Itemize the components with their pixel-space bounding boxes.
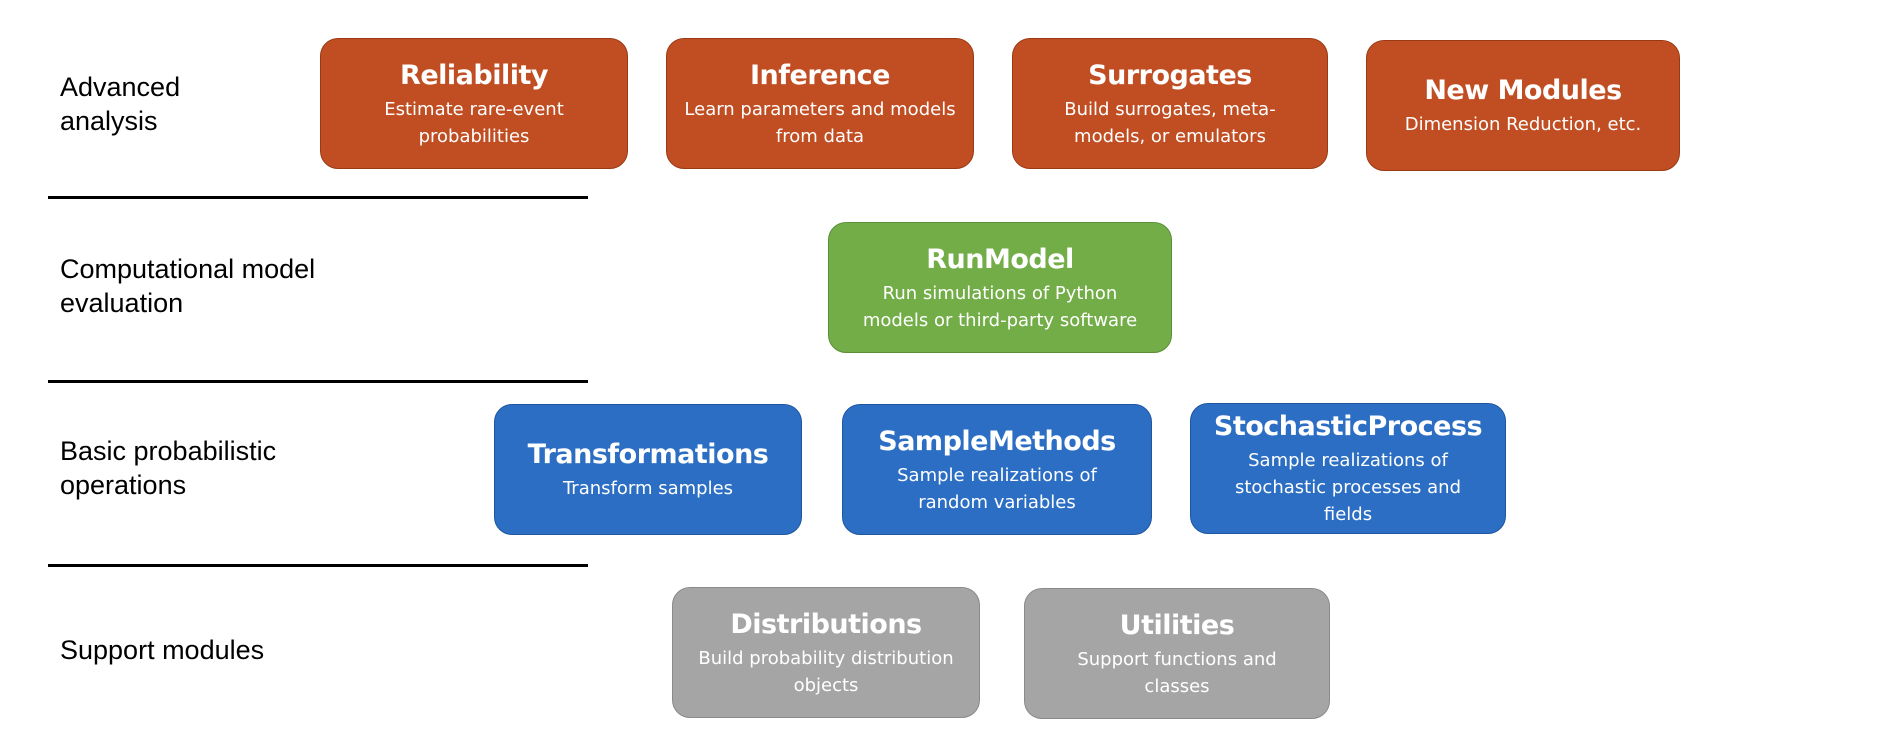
module-reliability: Reliability Estimate rare-event probabil… [320, 38, 628, 169]
row-label-advanced-analysis: Advanced analysis [60, 72, 181, 136]
row-label-support-modules: Support modules [60, 635, 265, 665]
module-surrogates-desc: Build surrogates, meta- models, or emula… [1064, 98, 1276, 147]
module-stochasticprocess: StochasticProcess Sample realizations of… [1190, 403, 1506, 534]
row-label-computational-model-evaluation: Computational model evaluation [60, 254, 316, 318]
row-divider-3 [48, 564, 588, 567]
row-label-basic-probabilistic-operations: Basic probabilistic operations [60, 436, 277, 500]
module-reliability-title: Reliability [400, 59, 548, 91]
module-stochasticprocess-title: StochasticProcess [1213, 411, 1483, 442]
module-inference: Inference Learn parameters and models fr… [666, 38, 974, 169]
module-samplemethods: SampleMethods Sample realizations of ran… [842, 404, 1152, 535]
module-samplemethods-title: SampleMethods [878, 425, 1116, 457]
module-samplemethods-desc: Sample realizations of random variables [897, 464, 1097, 513]
module-new-modules-title: New Modules [1424, 75, 1622, 106]
row-divider-1 [48, 196, 588, 199]
module-transformations-title: Transformations [527, 439, 769, 470]
module-surrogates-title: Surrogates [1088, 59, 1252, 91]
module-transformations: Transformations Transform samples [494, 404, 802, 535]
module-distributions-title: Distributions [730, 608, 922, 640]
module-runmodel: RunModel Run simulations of Python model… [828, 222, 1172, 353]
module-new-modules: New Modules Dimension Reduction, etc. [1366, 40, 1680, 171]
module-utilities: Utilities Support functions and classes [1024, 588, 1330, 719]
module-inference-desc: Learn parameters and models from data [684, 98, 956, 147]
module-utilities-title: Utilities [1119, 609, 1235, 641]
module-distributions: Distributions Build probability distribu… [672, 587, 980, 718]
module-stochasticprocess-desc: Sample realizations of stochastic proces… [1234, 450, 1462, 525]
module-surrogates: Surrogates Build surrogates, meta- model… [1012, 38, 1328, 169]
module-utilities-desc: Support functions and classes [1077, 648, 1277, 697]
row-divider-2 [48, 380, 588, 383]
module-inference-title: Inference [750, 59, 891, 91]
module-runmodel-desc: Run simulations of Python models or thir… [862, 282, 1138, 331]
module-runmodel-title: RunModel [926, 243, 1074, 275]
module-transformations-desc: Transform samples [562, 478, 734, 499]
module-reliability-desc: Estimate rare-event probabilities [384, 98, 564, 147]
module-distributions-desc: Build probability distribution objects [698, 647, 954, 696]
module-new-modules-desc: Dimension Reduction, etc. [1404, 114, 1642, 135]
